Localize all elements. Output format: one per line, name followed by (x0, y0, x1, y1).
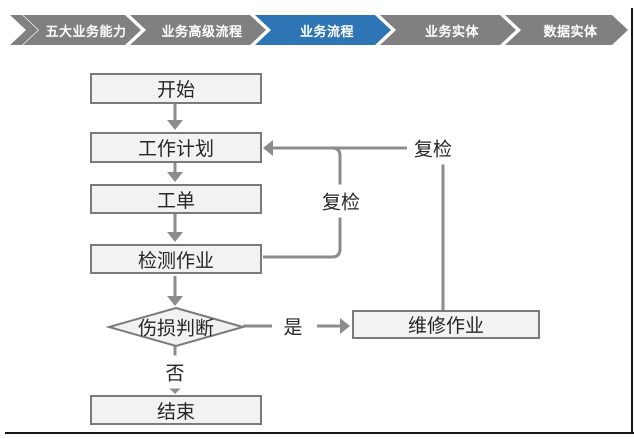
edge-label-recheck-inner: 复检 (314, 184, 368, 218)
node-work-order: 工单 (90, 184, 262, 214)
node-repair: 维修作业 (352, 310, 540, 339)
nav-step-high-level-process[interactable]: 业务高级流程 (130, 15, 266, 45)
node-end: 结束 (90, 395, 262, 425)
node-inspection: 检测作业 (90, 244, 262, 274)
page-border-bottom (5, 432, 634, 434)
nav-step-business-entity[interactable]: 业务实体 (380, 15, 516, 45)
node-damage-decision-label: 伤损判断 (137, 318, 215, 340)
nav-step-business-capabilities[interactable]: 五大业务能力 (23, 15, 141, 45)
edge-label-yes: 是 (276, 309, 310, 343)
edge-label-recheck-outer: 复检 (406, 131, 460, 165)
edge-label-no: 否 (158, 355, 192, 389)
node-work-plan: 工作计划 (90, 132, 262, 163)
nav-step-business-process[interactable]: 业务流程 (255, 15, 391, 45)
node-start: 开始 (90, 73, 262, 104)
nav-step-data-entity[interactable]: 数据实体 (505, 15, 628, 45)
page-border-right (631, 8, 633, 434)
